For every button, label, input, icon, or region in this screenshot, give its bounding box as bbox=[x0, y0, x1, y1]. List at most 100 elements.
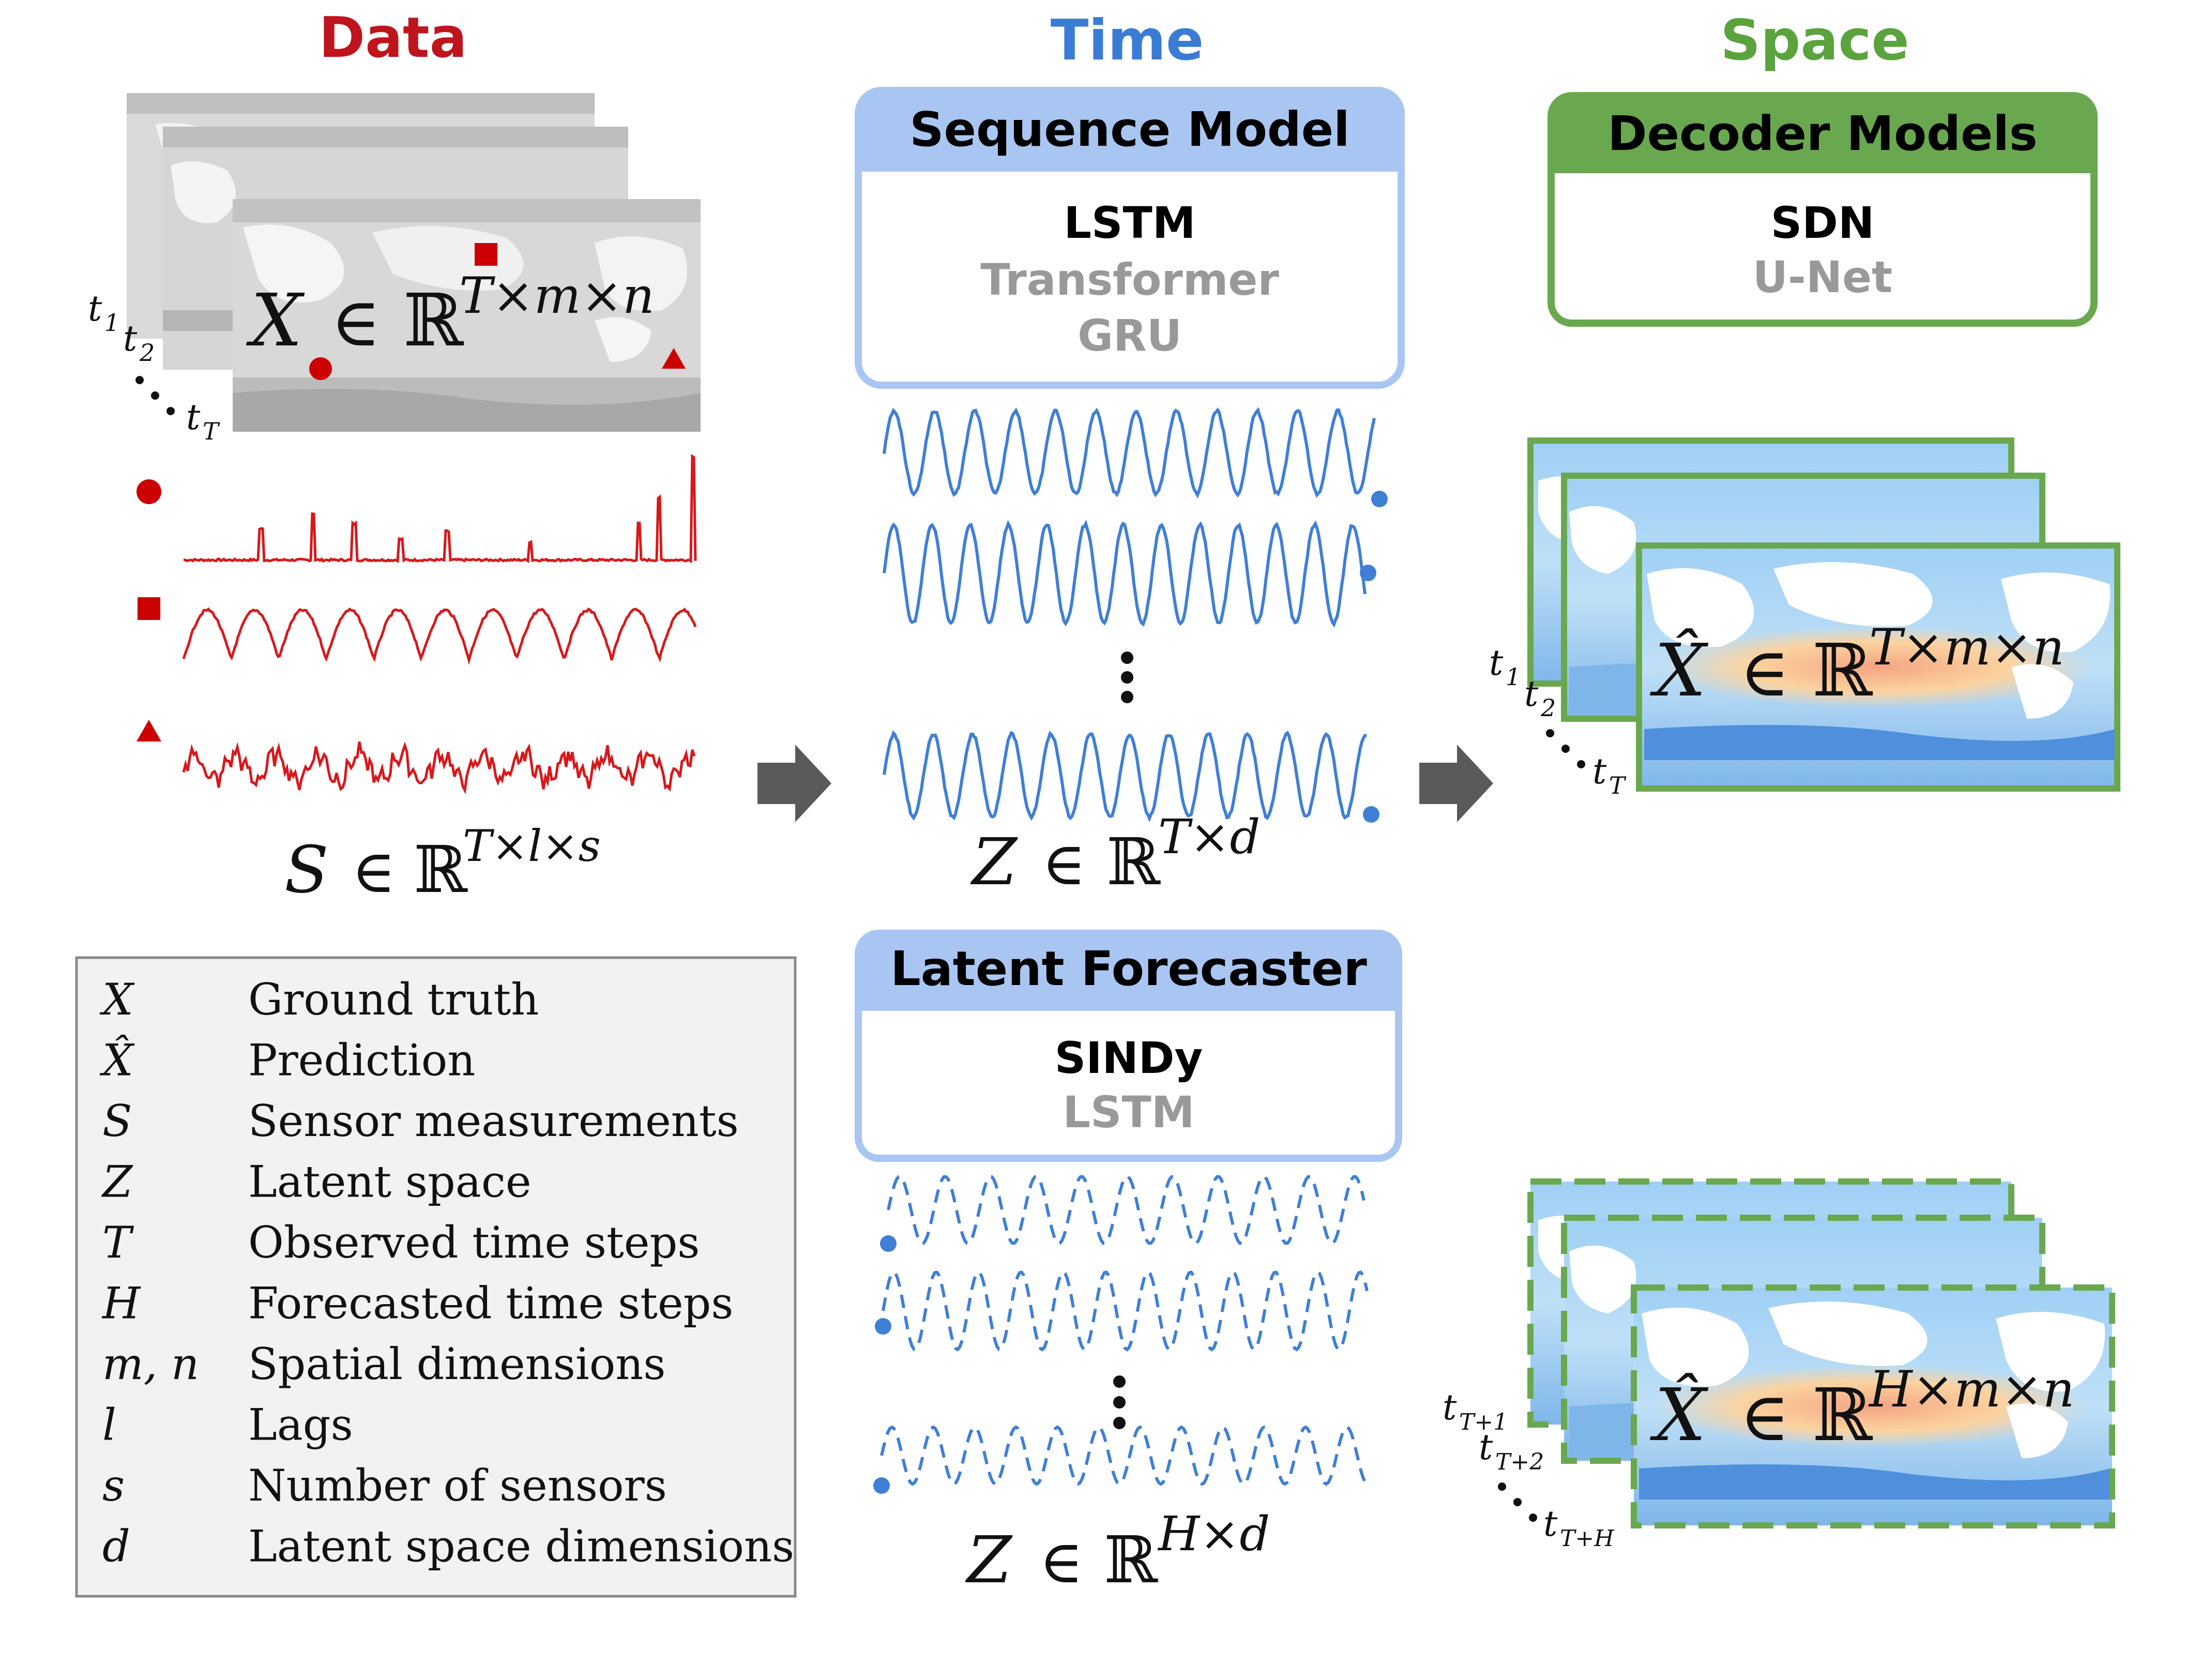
forecast-field: ℝ bbox=[1812, 1373, 1873, 1458]
ground-truth-map-3 bbox=[233, 199, 701, 432]
forecast-signal-1 bbox=[887, 1175, 1365, 1245]
recon-time-label-tT: t bbox=[1592, 751, 1607, 792]
forecast-startpoint-2 bbox=[875, 1318, 891, 1335]
sequence-option-gru: GRU bbox=[1078, 310, 1182, 361]
ground-truth-symbol: X bbox=[246, 279, 305, 363]
ground-truth-field: ℝ bbox=[403, 279, 464, 363]
reconstruction-dims: T×m×n bbox=[1869, 618, 2065, 676]
sequence-model-header: Sequence Model bbox=[909, 102, 1349, 157]
forecast-latent-equation: Z ∈ ℝ H×d bbox=[965, 1506, 1270, 1598]
latent-relation: ∈ bbox=[1042, 829, 1086, 899]
legend-text-5: Forecasted time steps bbox=[248, 1278, 733, 1329]
latent-symbol: Z bbox=[970, 825, 1018, 900]
decoder-option-sdn: SDN bbox=[1771, 198, 1875, 248]
legend-symbol-8: s bbox=[102, 1460, 125, 1511]
decoder-models-box: Decoder Models SDN U-Net bbox=[1547, 92, 2098, 327]
triangle-marker bbox=[136, 720, 161, 741]
latent-signal-3 bbox=[883, 730, 1367, 823]
legend-text-9: Latent space dimensions bbox=[248, 1521, 794, 1572]
legend-symbol-2: S bbox=[102, 1096, 132, 1146]
sensor-signal-spiky bbox=[183, 453, 697, 564]
legend-symbol-3: Z bbox=[101, 1157, 133, 1207]
legend-symbol-7: l bbox=[102, 1400, 116, 1450]
legend-symbol-5: H bbox=[101, 1278, 141, 1329]
fc-time-label-tT: t bbox=[1543, 1504, 1558, 1545]
circle-marker-on-map bbox=[309, 357, 332, 380]
forecast-dims: H×m×n bbox=[1868, 1360, 2074, 1418]
latent-endpoint-1 bbox=[1371, 491, 1388, 507]
forecast-map-3 bbox=[1631, 1284, 2115, 1528]
decoder-option-unet: U-Net bbox=[1753, 252, 1893, 302]
recon-time-label-tT-sub: T bbox=[1609, 771, 1627, 799]
fc-time-label-t2-sub: T+2 bbox=[1495, 1449, 1544, 1475]
legend-symbol-0: X bbox=[99, 974, 135, 1025]
forecast-map-stack bbox=[1527, 1178, 2115, 1528]
arrow-time-to-space bbox=[1419, 745, 1493, 822]
recon-time-label-t1: t bbox=[1489, 643, 1504, 684]
forecast-startpoint-3 bbox=[873, 1477, 890, 1494]
legend-text-1: Prediction bbox=[248, 1035, 475, 1086]
latent-endpoint-3 bbox=[1363, 806, 1379, 823]
forecast-latent-relation: ∈ bbox=[1039, 1527, 1083, 1597]
legend-text-6: Spatial dimensions bbox=[248, 1339, 666, 1389]
data-column-title: Data bbox=[318, 6, 467, 70]
time-column-title: Time bbox=[1051, 8, 1204, 73]
forecast-latent-dims: H×d bbox=[1157, 1506, 1270, 1562]
recon-time-label-t2-sub: 2 bbox=[1540, 694, 1556, 722]
forecast-startpoint-1 bbox=[880, 1235, 897, 1252]
latent-signal-1 bbox=[883, 407, 1376, 499]
square-marker-on-map bbox=[475, 243, 497, 266]
sensor-equation: S ∈ ℝ T×l×s bbox=[284, 821, 601, 907]
sensor-dims: T×l×s bbox=[463, 821, 601, 871]
forecast-equation: X̂ ∈ ℝ H×m×n bbox=[1649, 1360, 2074, 1458]
fc-time-label-t1-sub: T+1 bbox=[1459, 1409, 1508, 1435]
sequence-model-box: Sequence Model LSTM Transformer GRU bbox=[855, 87, 1405, 389]
triangle-marker-on-map bbox=[662, 348, 686, 369]
legend-text-2: Sensor measurements bbox=[248, 1096, 739, 1146]
circle-marker bbox=[136, 479, 161, 504]
time-label-tT: t bbox=[186, 397, 201, 438]
sensor-signal-noisy bbox=[182, 741, 696, 795]
time-label-t1-sub: 1 bbox=[104, 309, 119, 337]
forecast-latent-field: ℝ bbox=[1104, 1523, 1158, 1598]
forecaster-option-lstm: LSTM bbox=[1063, 1087, 1195, 1138]
recon-time-label-t2: t bbox=[1524, 674, 1539, 715]
legend-symbol-6: m, n bbox=[102, 1339, 199, 1389]
latent-ellipsis bbox=[1121, 652, 1133, 703]
sequence-option-lstm: LSTM bbox=[1064, 198, 1196, 248]
fc-time-label-tT-sub: T+H bbox=[1560, 1525, 1615, 1552]
latent-dims: T×d bbox=[1158, 809, 1260, 865]
time-label-t2: t bbox=[123, 319, 138, 359]
forecaster-option-sindy: SINDy bbox=[1055, 1033, 1203, 1083]
square-marker bbox=[138, 597, 160, 620]
forecast-ellipsis bbox=[1113, 1375, 1126, 1429]
legend-text-0: Ground truth bbox=[248, 974, 539, 1025]
reconstruction-map-stack bbox=[1527, 437, 2120, 792]
ground-truth-equation: X ∈ ℝ T×m×n bbox=[246, 267, 655, 363]
fc-time-label-t2: t bbox=[1479, 1427, 1493, 1468]
legend-symbol-1: X̂ bbox=[99, 1035, 135, 1085]
legend-text-3: Latent space bbox=[248, 1157, 532, 1207]
recon-time-label-t1-sub: 1 bbox=[1506, 663, 1521, 691]
time-label-tT-sub: T bbox=[203, 417, 220, 445]
ground-truth-map-stack bbox=[127, 93, 701, 432]
reconstruction-symbol: X̂ bbox=[1649, 628, 1709, 713]
legend-text-8: Number of sensors bbox=[248, 1460, 667, 1511]
reconstruction-equation: X̂ ∈ ℝ T×m×n bbox=[1649, 618, 2065, 713]
fc-time-label-t1: t bbox=[1443, 1387, 1457, 1428]
sensor-symbol: S bbox=[284, 833, 329, 907]
decoder-models-header: Decoder Models bbox=[1607, 106, 2037, 161]
ground-truth-relation: ∈ bbox=[331, 283, 381, 361]
latent-equation: Z ∈ ℝ T×d bbox=[970, 809, 1260, 900]
reconstruction-relation: ∈ bbox=[1740, 633, 1789, 712]
space-column-title: Space bbox=[1720, 8, 1909, 73]
forecast-relation: ∈ bbox=[1740, 1378, 1789, 1456]
forecast-symbol: X̂ bbox=[1649, 1373, 1709, 1458]
sensor-signal-periodic bbox=[182, 607, 697, 665]
forecast-signal-3 bbox=[880, 1425, 1371, 1486]
legend-text-7: Lags bbox=[248, 1400, 353, 1450]
sensor-relation: ∈ bbox=[352, 837, 396, 906]
